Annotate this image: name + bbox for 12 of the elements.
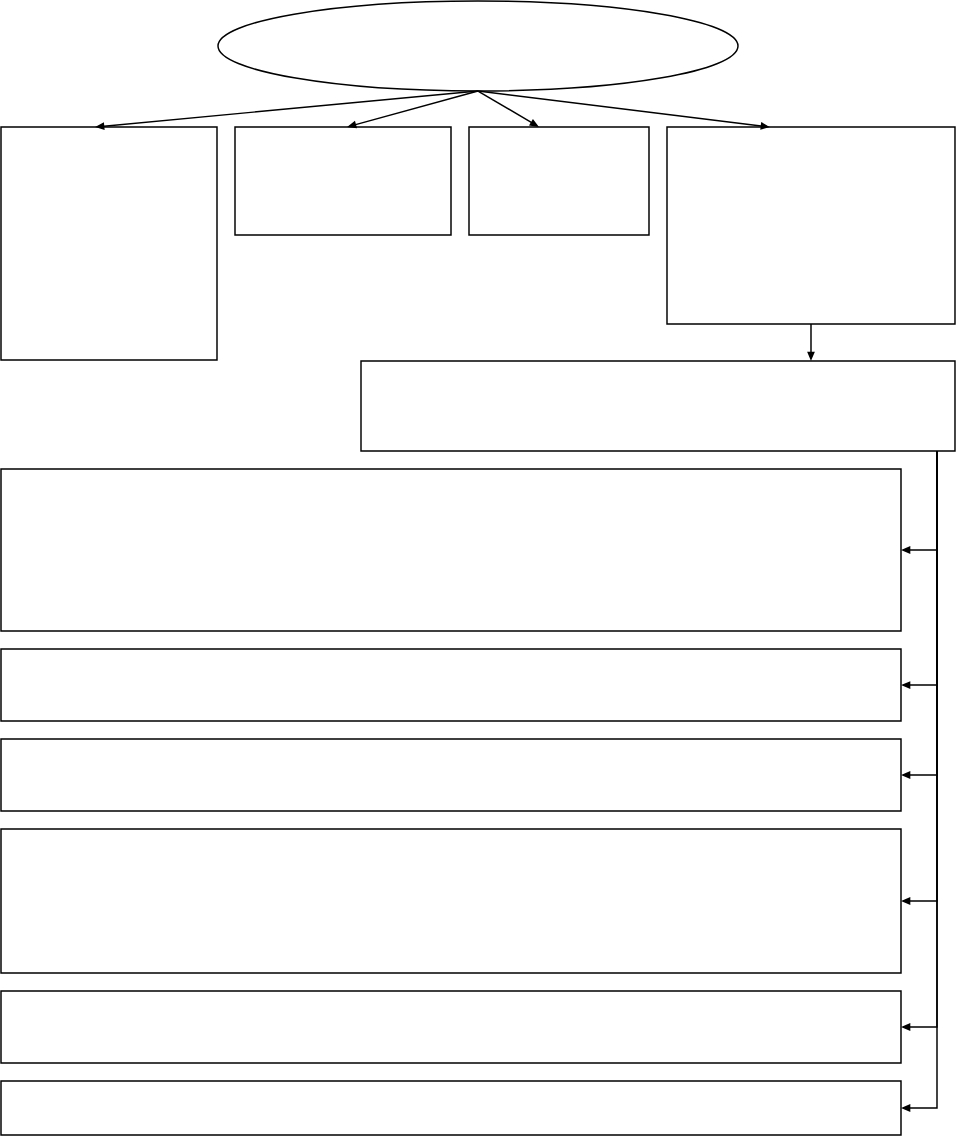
process-box: [0, 828, 902, 974]
process-box: [0, 990, 902, 1064]
process-box: [234, 126, 452, 236]
ellipse: [217, 0, 739, 92]
process-box: [0, 1080, 902, 1136]
process-box: [0, 126, 218, 361]
process-box: [666, 126, 956, 325]
process-box: [0, 648, 902, 722]
process-box: [360, 360, 956, 452]
process-box: [0, 468, 902, 632]
process-box: [468, 126, 650, 236]
process-box: [0, 738, 902, 812]
